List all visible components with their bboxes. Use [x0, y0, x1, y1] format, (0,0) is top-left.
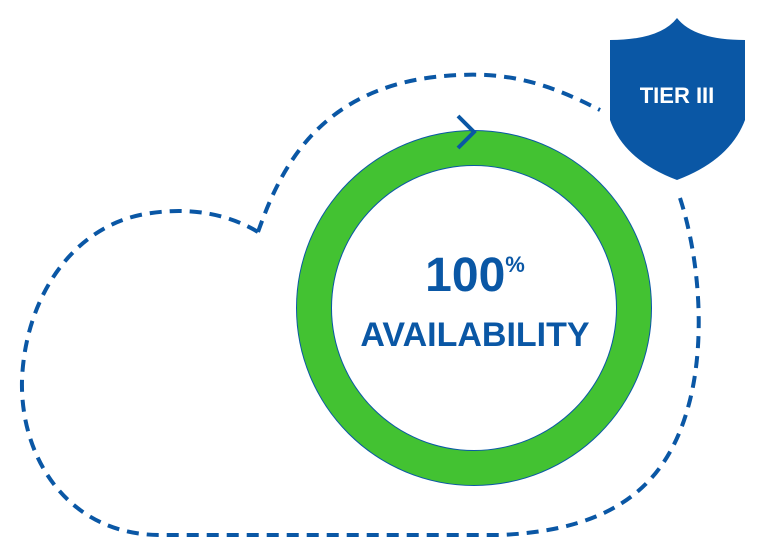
tier-badge-label: TIER III	[639, 83, 715, 108]
shield-icon	[610, 18, 745, 180]
dashed-cloud-outline	[19, 72, 701, 537]
availability-label: AVAILABILITY	[360, 316, 590, 354]
progress-ring	[297, 131, 651, 485]
arrow-icon	[456, 114, 477, 150]
ring-inner	[332, 166, 616, 450]
availability-value: 100%	[425, 249, 525, 302]
